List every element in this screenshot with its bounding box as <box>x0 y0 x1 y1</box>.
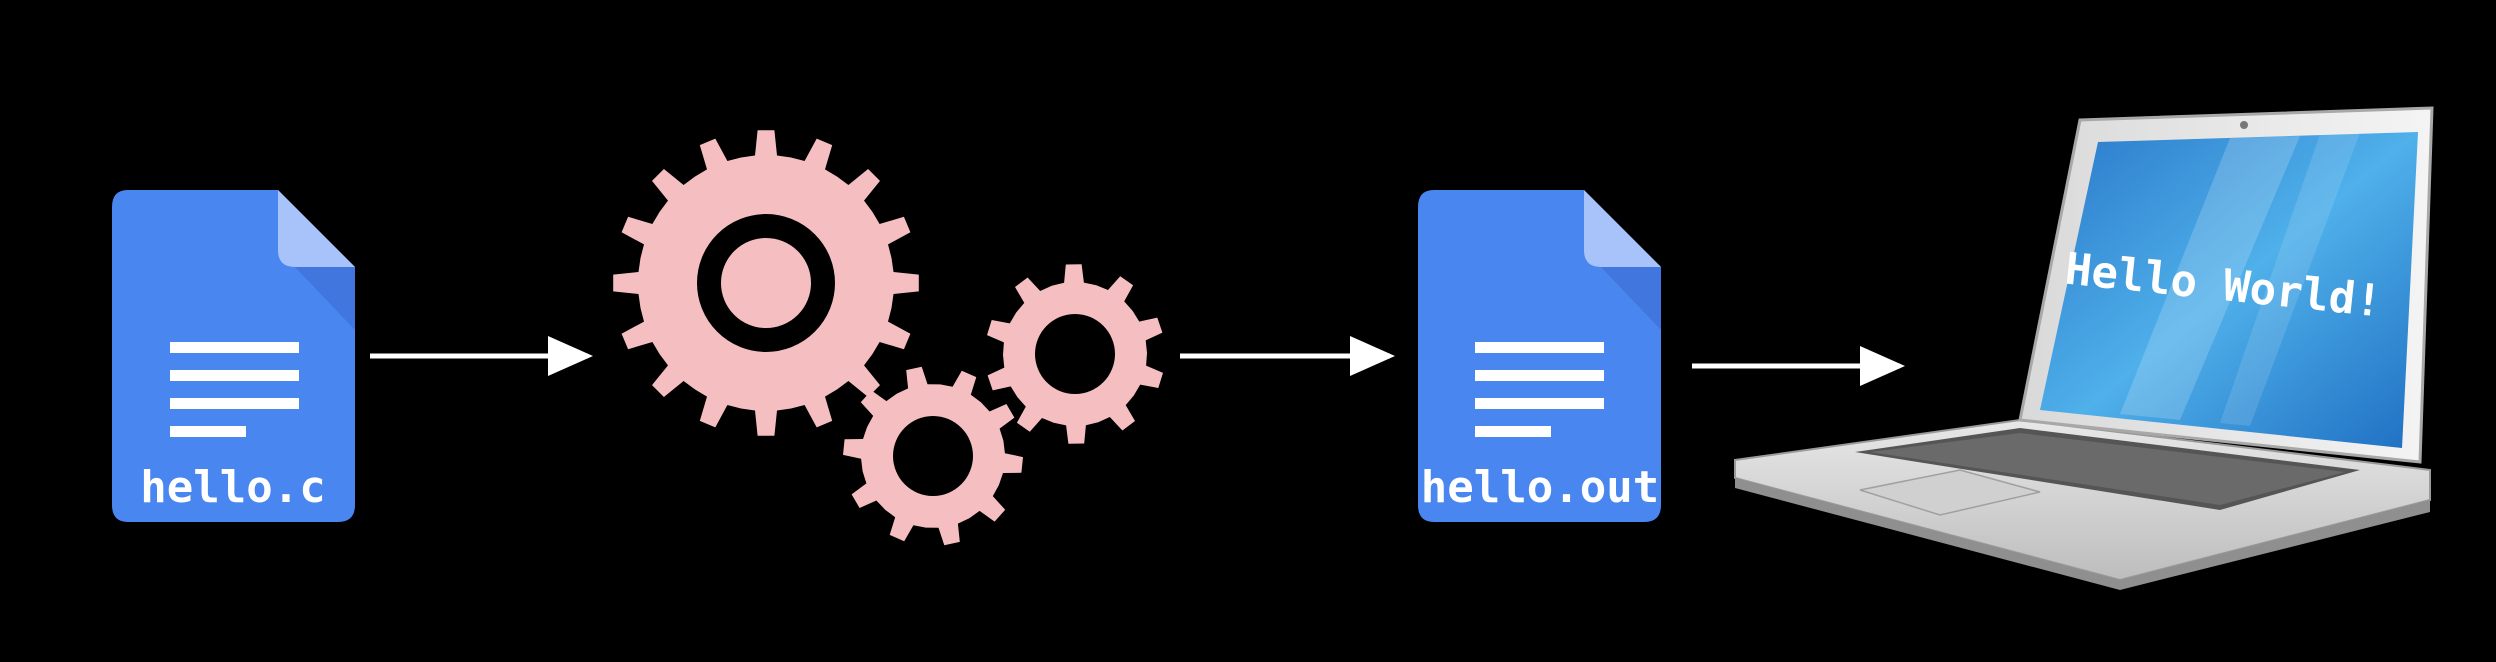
compiler-gears <box>613 130 1163 546</box>
output-document-icon <box>1418 190 1661 522</box>
source-file: hello.c <box>112 190 355 522</box>
large-gear <box>613 130 919 436</box>
gear-hole <box>1035 314 1115 394</box>
source-file-label: hello.c <box>140 462 325 513</box>
computer: Hello World! <box>1734 106 2434 590</box>
gear-hole <box>893 416 973 496</box>
output-file-label: hello.out <box>1421 462 1659 513</box>
small-gear-bottom <box>843 366 1023 546</box>
laptop-screen <box>2040 132 2418 448</box>
output-file: hello.out <box>1418 190 1661 522</box>
laptop-icon <box>1734 106 2434 590</box>
source-document-icon <box>112 190 355 522</box>
gear-body <box>613 130 919 436</box>
gears-icon <box>613 130 1163 546</box>
gear-ring <box>697 214 835 352</box>
small-gear-right <box>987 264 1163 444</box>
